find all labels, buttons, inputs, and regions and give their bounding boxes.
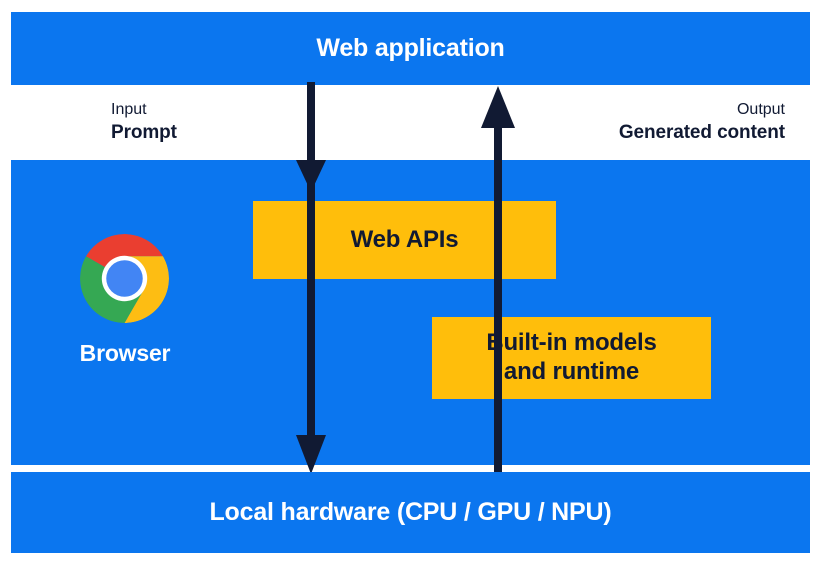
box-built-in-models[interactable]: Built-in models and runtime <box>432 317 711 399</box>
band-local-hardware-label: Local hardware (CPU / GPU / NPU) <box>209 498 612 526</box>
band-local-hardware: Local hardware (CPU / GPU / NPU) <box>11 472 810 553</box>
box-web-apis-label: Web APIs <box>350 226 459 253</box>
band-web-application: Web application <box>11 12 810 85</box>
box-built-in-models-label: Built-in models and runtime <box>486 329 657 385</box>
chrome-logo-icon <box>80 234 169 323</box>
band-web-application-label: Web application <box>316 34 505 62</box>
caption-input-kind: Input <box>111 101 147 118</box>
box-web-apis[interactable]: Web APIs <box>253 201 556 279</box>
caption-input: Input Prompt <box>111 99 177 145</box>
caption-input-value: Prompt <box>111 122 177 144</box>
caption-output: Output Generated content <box>619 99 785 145</box>
band-browser-label: Browser <box>79 340 171 366</box>
caption-output-value: Generated content <box>618 122 785 144</box>
caption-output-kind: Output <box>736 101 785 118</box>
